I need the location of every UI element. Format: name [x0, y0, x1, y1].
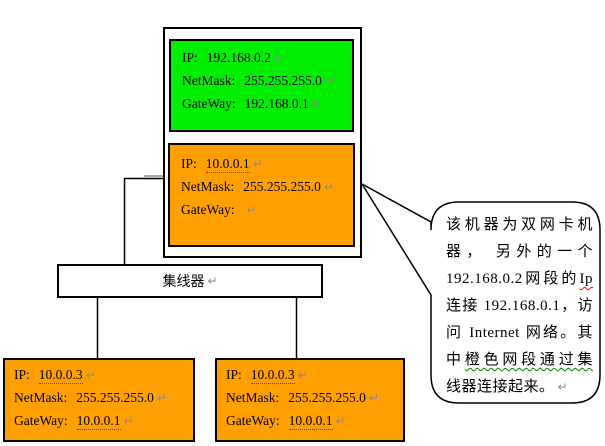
config-label: NetMask:: [226, 390, 280, 405]
callout-line: 中橙色网段通过集: [446, 347, 593, 374]
config-value: 10.0.0.3: [38, 367, 83, 384]
paragraph-mark-icon: ↵: [311, 97, 322, 111]
config-value: 255.255.255.0: [243, 179, 321, 194]
callout-line-text: 线器连接起来。: [446, 379, 555, 395]
config-value: 10.0.0.1: [76, 413, 121, 430]
callout-line-text: 该机器为双网卡机: [446, 217, 593, 233]
paragraph-mark-icon: ↵: [557, 380, 569, 394]
config-line: NetMask: 255.255.255.0↵: [182, 73, 352, 96]
config-label: NetMask:: [182, 73, 236, 88]
callout-line-text: 中: [446, 352, 465, 368]
paragraph-mark-icon: ↵: [297, 368, 308, 382]
paragraph-mark-icon: ↵: [335, 414, 346, 428]
callout-bubble-shape: [359, 181, 601, 404]
config-line: IP: 10.0.0.1↵: [181, 156, 353, 179]
callout-line-text: 问 Internet 网络。其: [446, 325, 593, 341]
config-value: 10.0.0.1: [205, 156, 250, 173]
config-label: GateWay:: [182, 96, 236, 111]
paragraph-mark-icon: ↵: [324, 74, 335, 88]
config-line: NetMask: 255.255.255.0↵: [14, 390, 193, 413]
config-value: 10.0.0.1: [288, 413, 333, 430]
paragraph-mark-icon: ↵: [85, 368, 96, 382]
client-left-box: IP:10.0.0.3↵ NetMask:255.255.255.0↵ Gate…: [3, 358, 195, 442]
paragraph-mark-icon: ↵: [273, 51, 284, 65]
paragraph-mark-icon: ↵: [123, 414, 134, 428]
config-line: NetMask: 255.255.255.0↵: [226, 390, 403, 413]
callout-line: 线器连接起来。↵: [446, 374, 593, 401]
config-value: 192.168.0.1: [244, 96, 309, 111]
callout-line-text: 连接 192.168.0.1，访: [446, 298, 593, 314]
config-label: NetMask:: [181, 179, 235, 194]
config-label: GateWay:: [14, 413, 68, 428]
config-label: IP:: [182, 50, 198, 65]
spellcheck-marked-text: Ip: [579, 271, 593, 287]
config-line: GateWay: ↵: [181, 202, 353, 225]
config-label: IP:: [14, 367, 30, 382]
config-label: IP:: [181, 156, 197, 171]
grammar-marked-text: 橙色网段通过集: [464, 352, 593, 368]
paragraph-mark-icon: ↵: [156, 391, 167, 405]
config-label: IP:: [226, 367, 242, 382]
callout-line-text: 器， 另外的一个: [446, 244, 593, 260]
callout-line: 连接 192.168.0.1，访: [446, 293, 593, 320]
config-value: 192.168.0.2: [206, 50, 271, 65]
config-value: 255.255.255.0: [288, 390, 366, 405]
callout-line: 器， 另外的一个: [446, 239, 593, 266]
config-label: NetMask:: [14, 390, 68, 405]
hub-to-host-connector: [123, 177, 163, 264]
client-right-box: IP:10.0.0.3↵ NetMask:255.255.255.0↵ Gate…: [215, 358, 405, 442]
callout-line-text: 192.168.0.2网段的: [446, 271, 580, 287]
config-label: GateWay:: [226, 413, 280, 428]
config-line: GateWay: 192.168.0.1↵: [182, 96, 352, 119]
paragraph-mark-icon: ↵: [252, 157, 263, 171]
paragraph-mark-icon: ↵: [323, 180, 334, 194]
callout-line: 该机器为双网卡机: [446, 212, 593, 239]
nic-green-box: IP:192.168.0.2↵ NetMask:255.255.255.0↵ G…: [169, 39, 354, 132]
config-value: 255.255.255.0: [76, 390, 154, 405]
config-line: IP: 10.0.0.3↵: [226, 367, 403, 390]
config-label: GateWay:: [181, 202, 235, 217]
callout-line: 问 Internet 网络。其: [446, 320, 593, 347]
nic-orange-box: IP:10.0.0.1↵ NetMask:255.255.255.0↵ Gate…: [168, 143, 355, 247]
paragraph-mark-icon: ↵: [207, 274, 218, 288]
hub-label: 集线器: [162, 275, 205, 290]
config-line: GateWay: 10.0.0.1↵: [226, 413, 403, 436]
config-line: IP: 10.0.0.3↵: [14, 367, 193, 390]
paragraph-mark-icon: ↵: [368, 391, 379, 405]
config-value: 255.255.255.0: [244, 73, 322, 88]
hub-box: 集线器↵: [57, 264, 323, 298]
callout-text-block: 该机器为双网卡机 器， 另外的一个 192.168.0.2网段的Ip 连接 19…: [446, 212, 593, 401]
config-line: NetMask: 255.255.255.0↵: [181, 179, 353, 202]
config-line: IP: 192.168.0.2↵: [182, 50, 352, 73]
config-value: 10.0.0.3: [250, 367, 295, 384]
paragraph-mark-icon: ↵: [246, 203, 257, 217]
callout-line: 192.168.0.2网段的Ip: [446, 266, 593, 293]
config-line: GateWay: 10.0.0.1↵: [14, 413, 193, 436]
